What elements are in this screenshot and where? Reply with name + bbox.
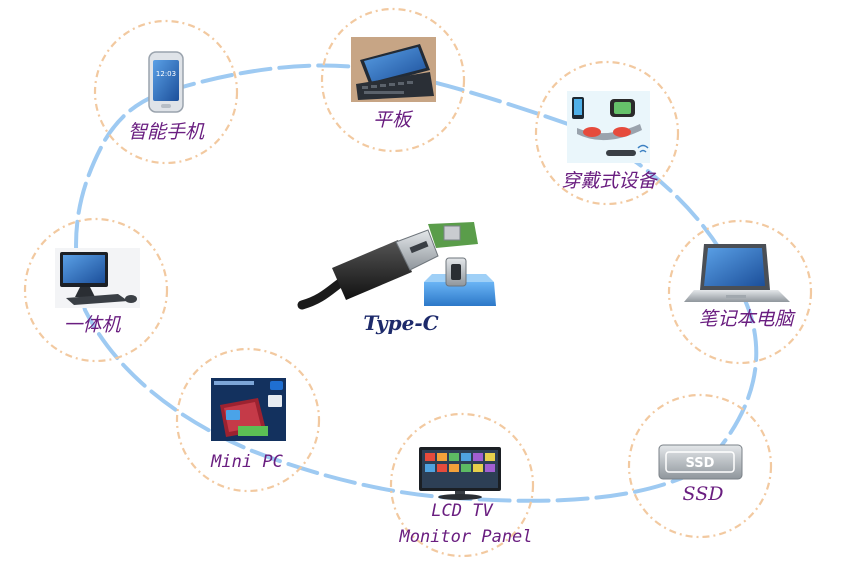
all-in-one-pc-icon: [55, 248, 140, 308]
device-ring: [93, 19, 239, 165]
device-ring: [389, 412, 535, 558]
device-mini-pc: Mini PC: [175, 347, 321, 493]
device-ring: [534, 60, 680, 206]
tablet-icon: [351, 37, 436, 102]
device-all-in-one: 一体机: [23, 217, 169, 363]
device-ring: [23, 217, 169, 363]
device-ring: [667, 219, 813, 365]
device-smartphone: 12:03 智能手机: [93, 19, 239, 165]
device-ring: [175, 347, 321, 493]
laptop-icon: [684, 244, 790, 302]
wearable-devices-icon: [567, 91, 650, 163]
mini-pc-icon: [211, 378, 286, 441]
center-label: Type-C: [363, 311, 438, 335]
device-label: LCD TV: [431, 501, 493, 521]
device-label: 穿戴式设备: [561, 170, 658, 192]
device-label: 一体机: [63, 314, 121, 336]
device-ring: [627, 393, 773, 539]
usb-type-c-connector-icon: [297, 222, 496, 310]
ssd-icon: SSD: [658, 444, 743, 480]
device-tablet: 平板: [320, 7, 466, 153]
device-lcd-tv: LCD TV Monitor Panel: [389, 412, 535, 558]
device-wearable: 穿戴式设备: [534, 60, 680, 206]
center-type-c: Type-C: [297, 222, 496, 335]
smartphone-icon: 12:03: [148, 51, 184, 113]
device-label: Mini PC: [210, 452, 283, 472]
device-laptop: 笔记本电脑: [667, 219, 813, 365]
device-label: SSD: [683, 483, 724, 505]
device-label: 笔记本电脑: [698, 308, 796, 330]
device-label: 平板: [373, 109, 414, 131]
device-label-secondary: Monitor Panel: [398, 527, 532, 547]
device-label: 智能手机: [128, 121, 205, 143]
ssd-chip-text: SSD: [686, 456, 715, 471]
tv-monitor-icon: [419, 447, 501, 500]
svg-text:12:03: 12:03: [156, 70, 176, 78]
device-ssd: SSD SSD: [627, 393, 773, 539]
device-ring: [320, 7, 466, 153]
